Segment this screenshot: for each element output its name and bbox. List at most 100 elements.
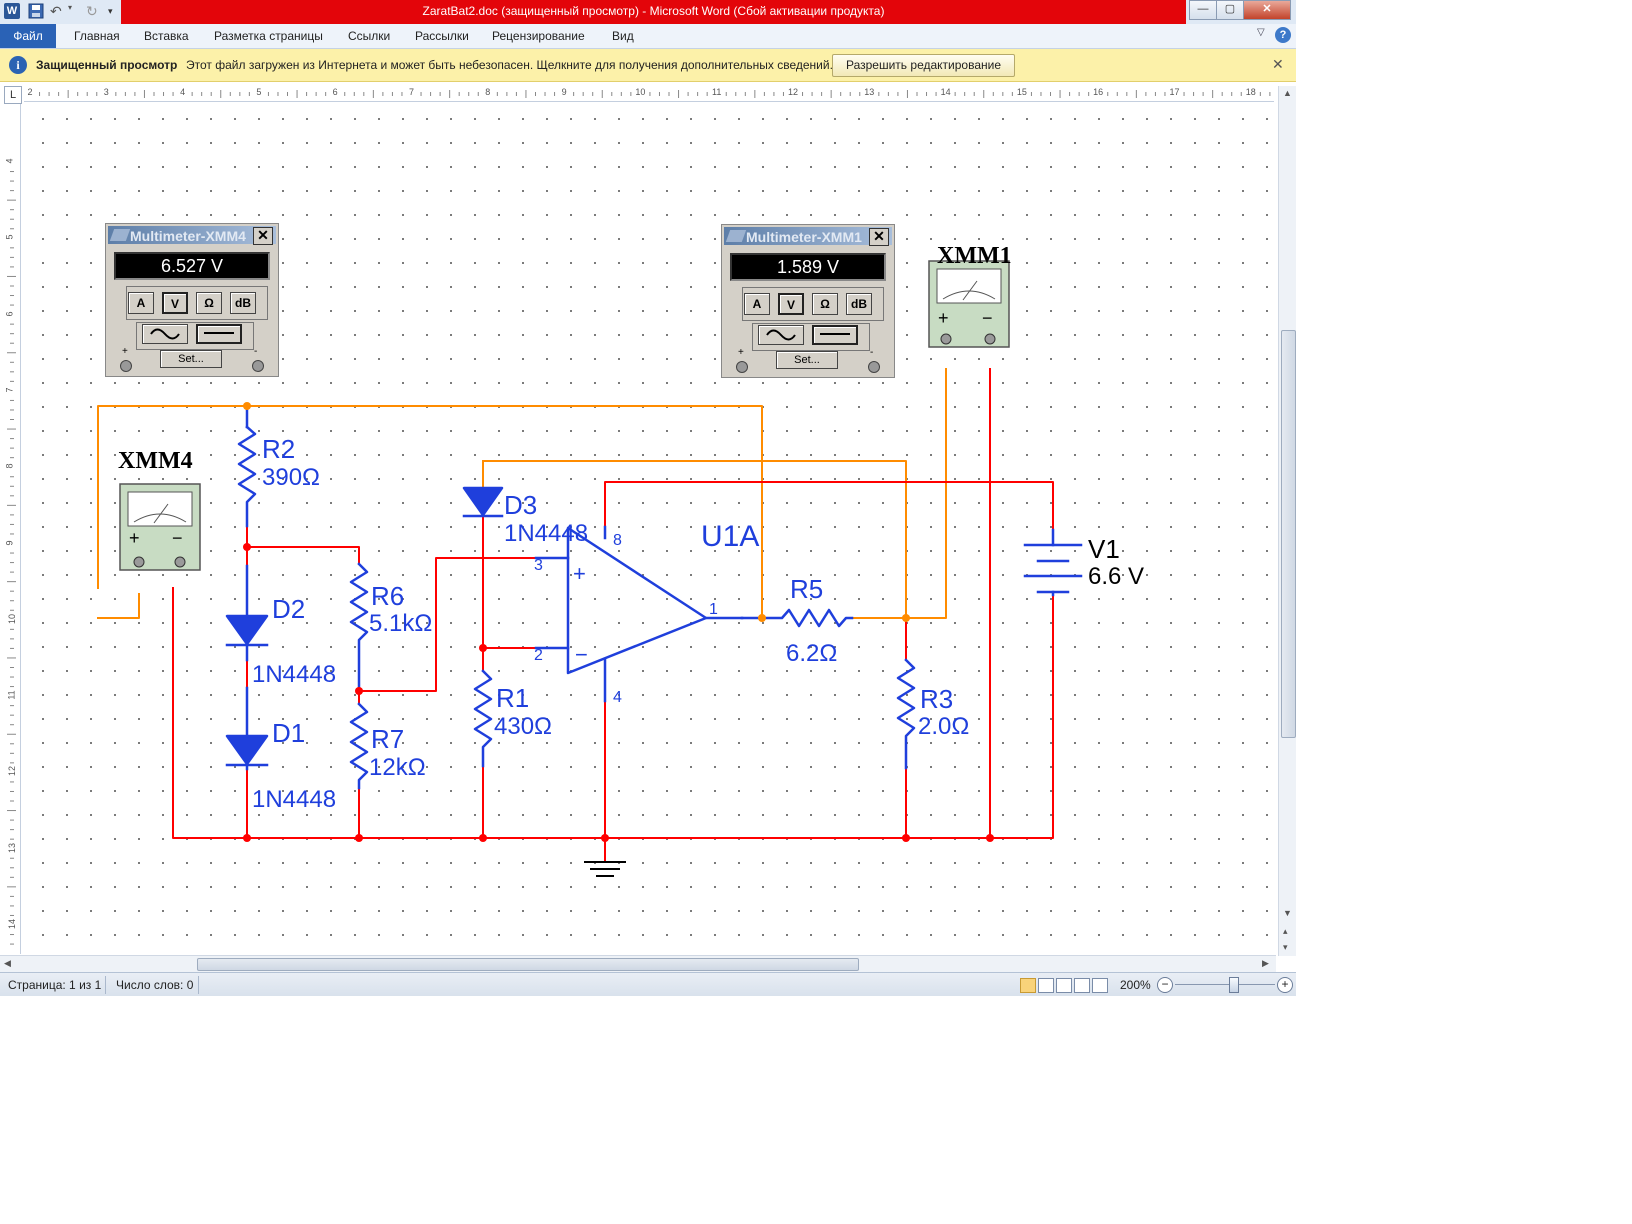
tab-view[interactable]: Вид [612, 29, 634, 43]
ruler-number: 4 [180, 87, 186, 97]
zoom-level[interactable]: 200% [1120, 978, 1151, 992]
meter-ampere-button[interactable]: A [744, 293, 770, 315]
d2-value: 1N4448 [252, 661, 336, 688]
minimize-button[interactable]: — [1189, 0, 1217, 20]
ac-wave-icon [766, 329, 796, 341]
zoom-out-button[interactable]: − [1157, 977, 1173, 993]
ribbon-minimize-icon[interactable]: ▽ [1257, 27, 1265, 38]
ruler-number: 6 [4, 311, 15, 317]
meter-mode-group [126, 286, 268, 320]
next-page-icon[interactable]: ▾ [1283, 942, 1288, 952]
meter-set-button[interactable]: Set... [776, 351, 838, 369]
vruler-ticks [7, 171, 16, 945]
ruler-number: 8 [4, 463, 15, 469]
word-window: W ↶ ▾ ↻ ▾ ZaratBat2.doc (защищенный прос… [0, 0, 1296, 996]
word-count[interactable]: Число слов: 0 [116, 978, 194, 992]
meter-ac-button[interactable] [758, 325, 804, 345]
horizontal-scroll-thumb[interactable] [197, 958, 859, 971]
d2-name: D2 [272, 594, 305, 624]
meter-ac-button[interactable] [142, 324, 188, 344]
zoom-slider-track[interactable] [1175, 984, 1275, 985]
scroll-left-icon[interactable]: ◀ [4, 958, 11, 968]
ruler-number: 12 [7, 766, 18, 777]
meter-db-button[interactable]: dB [846, 293, 872, 315]
xmm1-plus: + [938, 308, 949, 328]
meter-titlebar[interactable]: Multimeter-XMM4 ✕ [108, 226, 276, 245]
meter-set-button[interactable]: Set... [160, 350, 222, 368]
meter-close-button[interactable]: ✕ [869, 228, 889, 246]
vertical-scroll-thumb[interactable] [1281, 330, 1296, 738]
save-icon[interactable] [28, 3, 44, 19]
vertical-scrollbar[interactable]: ▲ ▼ ▴ ▾ [1278, 86, 1296, 956]
protected-view-message[interactable]: Этот файл загружен из Интернета и может … [186, 58, 833, 72]
qat-customize-icon[interactable]: ▾ [108, 6, 113, 16]
print-layout-view-icon[interactable] [1020, 978, 1036, 993]
ruler-number: 14 [940, 87, 951, 97]
meter-minus-terminal[interactable] [868, 361, 880, 373]
close-icon[interactable]: ✕ [1272, 56, 1284, 72]
meter-dc-button[interactable] [812, 325, 858, 345]
meter-plus-label: + [738, 347, 744, 358]
zoom-slider-thumb[interactable] [1229, 977, 1239, 993]
close-button[interactable]: ✕ [1243, 0, 1291, 20]
meter-volt-button[interactable]: V [162, 292, 188, 314]
meter-ohm-button[interactable]: Ω [812, 293, 838, 315]
help-icon[interactable]: ? [1275, 27, 1291, 43]
outline-view-icon[interactable] [1074, 978, 1090, 993]
xmm4-minus: − [172, 528, 183, 548]
meter-ohm-button[interactable]: Ω [196, 292, 222, 314]
tab-page-layout[interactable]: Разметка страницы [214, 29, 323, 43]
tab-home[interactable]: Главная [74, 29, 120, 43]
ruler-number: 9 [561, 87, 567, 97]
meter-minus-label: - [254, 346, 258, 357]
draft-view-icon[interactable] [1092, 978, 1108, 993]
resistor-r7 [349, 702, 369, 790]
meter-volt-button[interactable]: V [778, 293, 804, 315]
meter-close-button[interactable]: ✕ [253, 227, 273, 245]
tab-mailings[interactable]: Рассылки [415, 29, 469, 43]
status-bar: Страница: 1 из 1 Число слов: 0 200% − + [0, 972, 1296, 996]
full-screen-view-icon[interactable] [1038, 978, 1054, 993]
scroll-down-icon[interactable]: ▼ [1283, 908, 1292, 918]
tab-review[interactable]: Рецензирование [492, 29, 585, 43]
ruler-number: 13 [7, 842, 18, 853]
horizontal-scrollbar[interactable]: ◀ ▶ [0, 955, 1276, 972]
ruler-number: 15 [1016, 87, 1027, 97]
meter-plus-terminal[interactable] [120, 360, 132, 372]
r7-name: R7 [371, 724, 404, 754]
ground-symbol [584, 861, 626, 877]
tab-file[interactable]: Файл [0, 24, 56, 48]
page-count[interactable]: Страница: 1 из 1 [8, 978, 102, 992]
multimeter-xmm4-panel[interactable]: Multimeter-XMM4 ✕ 6.527 V A V Ω dB Set..… [105, 223, 279, 377]
web-layout-view-icon[interactable] [1056, 978, 1072, 993]
meter-db-button[interactable]: dB [230, 292, 256, 314]
title-bar: W ↶ ▾ ↻ ▾ ZaratBat2.doc (защищенный прос… [0, 0, 1296, 24]
r6-value: 5.1kΩ [369, 610, 432, 637]
ruler-number: 9 [4, 539, 15, 546]
meter-dc-button[interactable] [196, 324, 242, 344]
meter-plus-terminal[interactable] [736, 361, 748, 373]
diode-d2 [225, 614, 269, 646]
maximize-button[interactable]: ▢ [1216, 0, 1244, 20]
undo-dropdown-icon[interactable]: ▾ [68, 3, 73, 12]
document-page[interactable]: XMM4 + − XMM1 + − R2 390Ω D2 1N4448 D1 1… [22, 104, 1275, 954]
zoom-in-button[interactable]: + [1277, 977, 1293, 993]
word-app-icon[interactable]: W [4, 3, 20, 19]
scroll-up-icon[interactable]: ▲ [1283, 88, 1292, 98]
resistor-r2 [237, 425, 257, 528]
undo-icon[interactable]: ↶ [50, 3, 62, 19]
tab-insert[interactable]: Вставка [144, 29, 189, 43]
meter-titlebar[interactable]: Multimeter-XMM1 ✕ [724, 227, 892, 246]
redo-icon[interactable]: ↻ [86, 3, 98, 19]
enable-editing-button[interactable]: Разрешить редактирование [832, 54, 1015, 77]
meter-ampere-button[interactable]: A [128, 292, 154, 314]
meter-minus-terminal[interactable] [252, 360, 264, 372]
tab-selector[interactable]: L [4, 86, 22, 104]
meter-plus-label: + [122, 346, 128, 357]
scroll-right-icon[interactable]: ▶ [1262, 958, 1269, 968]
multimeter-xmm1-panel[interactable]: Multimeter-XMM1 ✕ 1.589 V A V Ω dB Set..… [721, 224, 895, 378]
prev-page-icon[interactable]: ▴ [1283, 926, 1288, 936]
tab-references[interactable]: Ссылки [348, 29, 391, 43]
